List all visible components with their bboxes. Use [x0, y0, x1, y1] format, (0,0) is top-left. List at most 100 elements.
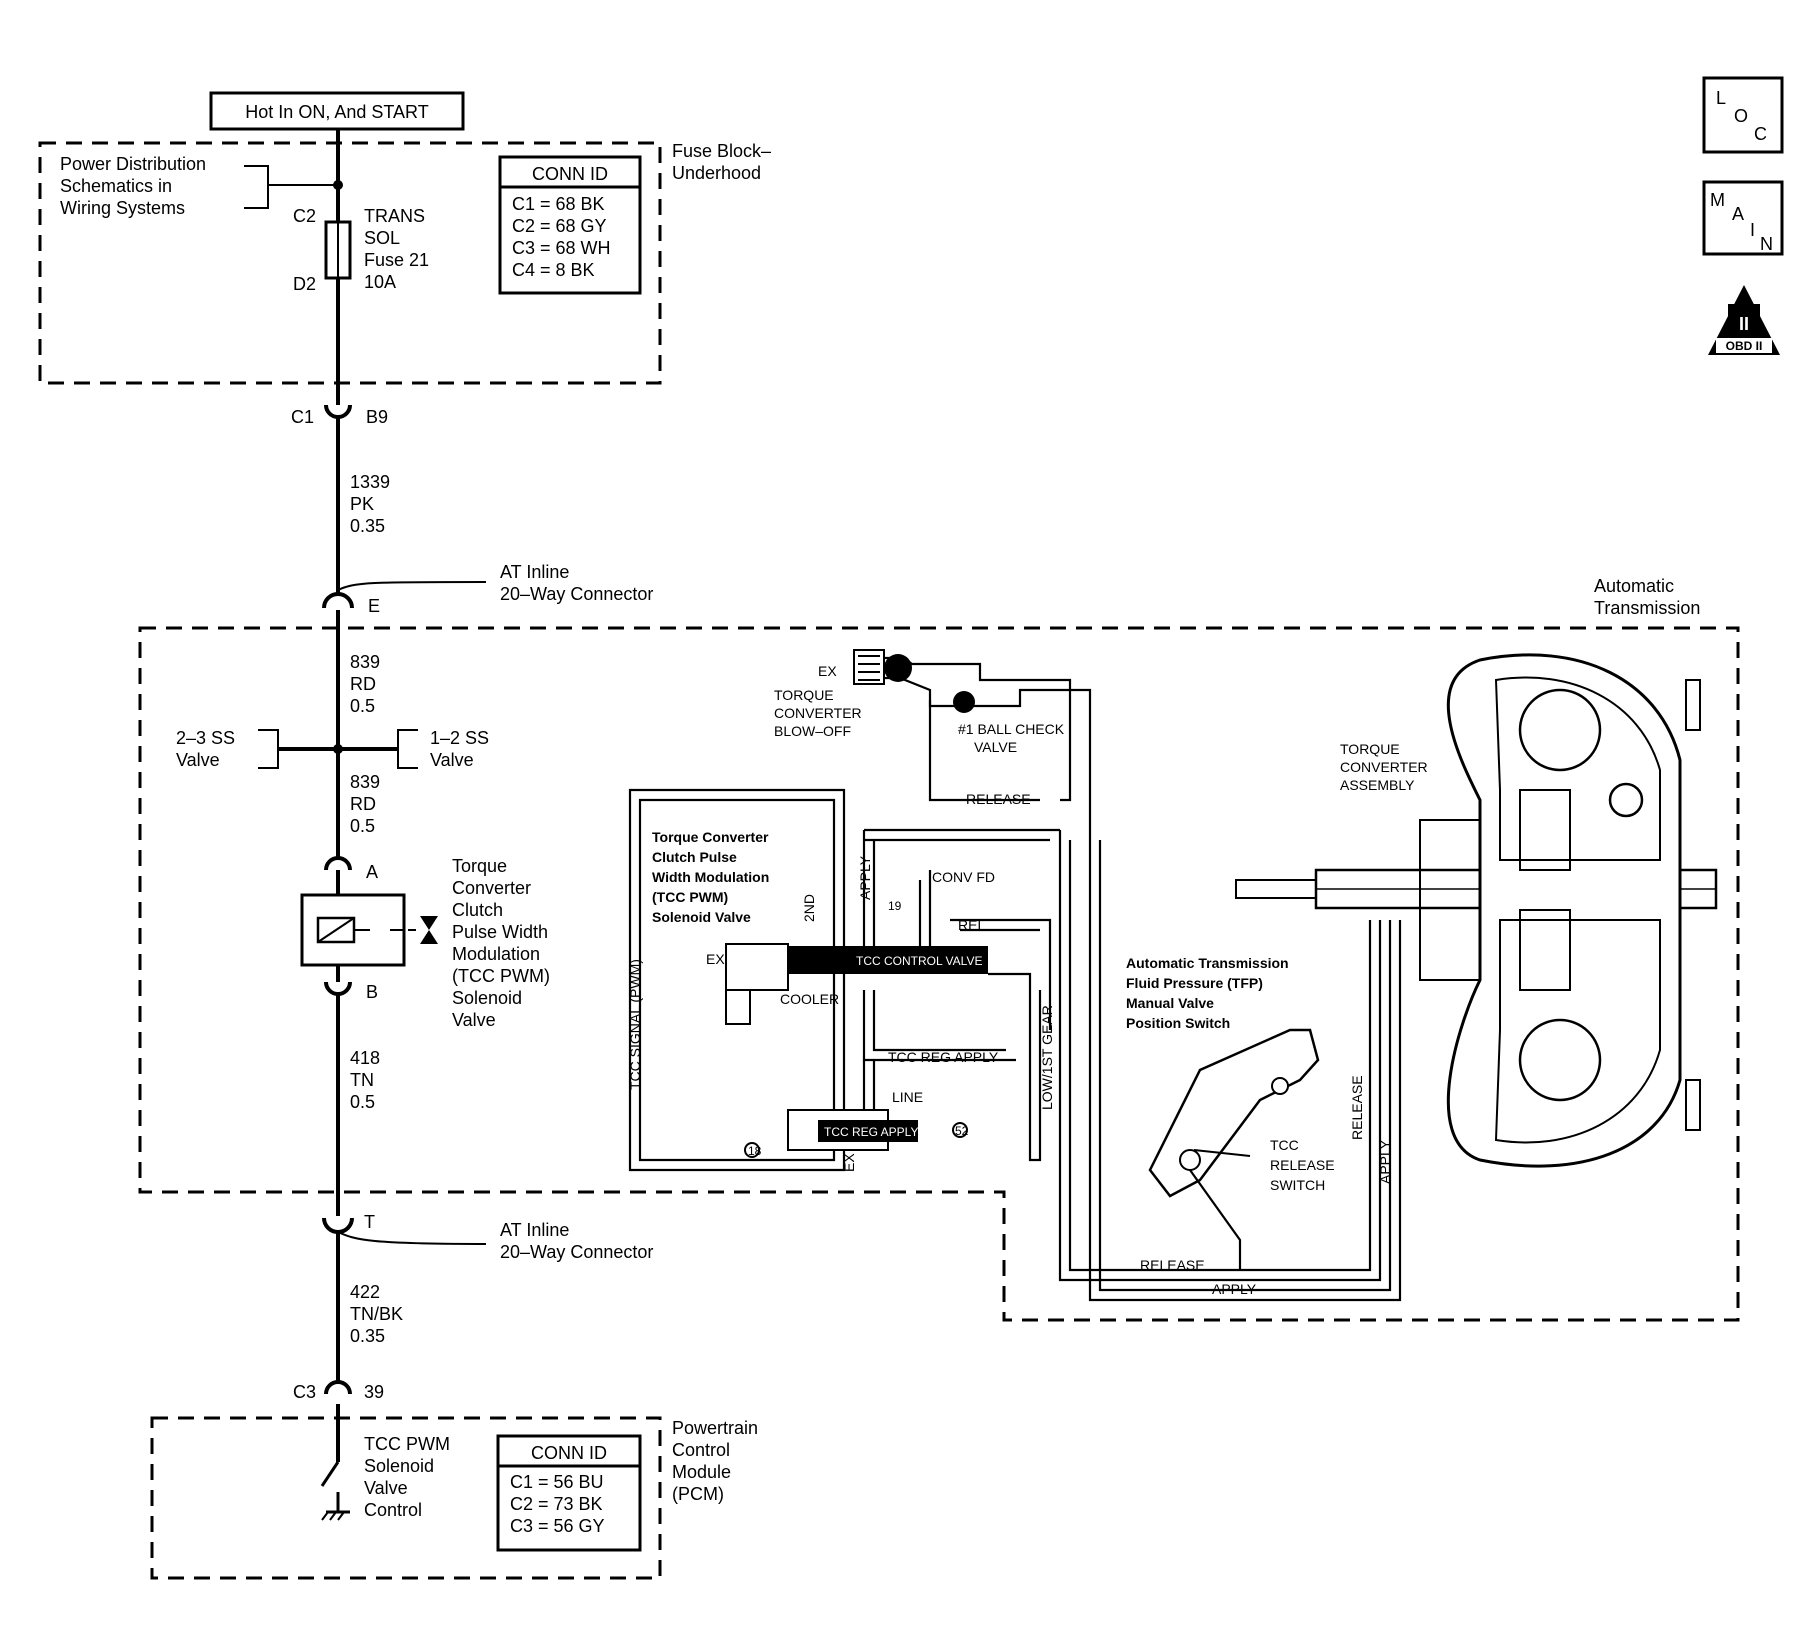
- connector-b9-label: B9: [366, 407, 388, 427]
- wire-839b-gauge: 0.5: [350, 816, 375, 836]
- pwm-valve-label-2: Clutch Pulse: [652, 849, 737, 865]
- svg-text:Solenoid: Solenoid: [452, 988, 522, 1008]
- connector-39-label: 39: [364, 1382, 384, 1402]
- wire-418-circuit: 418: [350, 1048, 380, 1068]
- svg-text:I: I: [1750, 220, 1755, 240]
- tfp-label-1: Automatic Transmission: [1126, 955, 1289, 971]
- svg-text:N: N: [1760, 234, 1773, 254]
- svg-text:CONN ID: CONN ID: [532, 164, 608, 184]
- pcm-label-1: Powertrain: [672, 1418, 758, 1438]
- power-dist-text-3: Wiring Systems: [60, 198, 185, 218]
- svg-text:L: L: [1716, 88, 1726, 108]
- tcc-control-valve-label: TCC CONTROL VALVE: [856, 954, 982, 968]
- wire-422-color: TN/BK: [350, 1304, 403, 1324]
- pcm-switch-label-3: Valve: [364, 1478, 408, 1498]
- fuse-block-label: Fuse Block–: [672, 141, 771, 161]
- svg-text:C3 = 68 WH: C3 = 68 WH: [512, 238, 611, 258]
- fuse-pin-c2: C2: [293, 206, 316, 226]
- transmission-boundary: [138, 626, 1740, 1322]
- blowoff-ex: EX: [818, 663, 837, 679]
- svg-text:C2 = 68 GY: C2 = 68 GY: [512, 216, 607, 236]
- fuse-label-3: Fuse 21: [364, 250, 429, 270]
- pcm-label-4: (PCM): [672, 1484, 724, 1504]
- svg-text:C4 = 8 BK: C4 = 8 BK: [512, 260, 595, 280]
- power-dist-text-2: Schematics in: [60, 176, 172, 196]
- tcc-switch-label-2: RELEASE: [1270, 1157, 1335, 1173]
- tfp-label-4: Position Switch: [1126, 1015, 1230, 1031]
- hydraulic-schematic: EX TORQUE CONVERTER BLOW–OFF #1 BALL CHE…: [627, 649, 1718, 1302]
- fuse-label-2: SOL: [364, 228, 400, 248]
- release-label-bottom: RELEASE: [1140, 1257, 1205, 1273]
- svg-text:Valve: Valve: [452, 1010, 496, 1030]
- svg-text:Modulation: Modulation: [452, 944, 540, 964]
- pcm-switch-label-1: TCC PWM: [364, 1434, 450, 1454]
- fuse-conn-id-table: CONN ID C1 = 68 BK C2 = 68 GY C3 = 68 WH…: [498, 155, 642, 295]
- wire-1339-circuit: 1339: [350, 472, 390, 492]
- low-1st-gear-label: LOW/1ST GEAR: [1039, 1005, 1055, 1110]
- svg-text:OBD II: OBD II: [1726, 339, 1763, 353]
- svg-text:Torque: Torque: [452, 856, 507, 876]
- wire-422-gauge: 0.35: [350, 1326, 385, 1346]
- orifice-52-label: 52: [955, 1124, 969, 1138]
- loc-icon[interactable]: L O C: [1702, 76, 1784, 154]
- apply-label-right: APPLY: [1377, 1139, 1393, 1184]
- wire-839-color: RD: [350, 674, 376, 694]
- inline-connector-e: [322, 592, 354, 609]
- tcc-switch-label-1: TCC: [1270, 1137, 1299, 1153]
- svg-text:Pulse Width: Pulse Width: [452, 922, 548, 942]
- pcm-conn-id-table: CONN ID C1 = 56 BU C2 = 73 BK C3 = 56 GY: [496, 1434, 642, 1552]
- converter-label-3: ASSEMBLY: [1340, 777, 1415, 793]
- pwm-valve-label-5: Solenoid Valve: [652, 909, 751, 925]
- wire-1339-gauge: 0.35: [350, 516, 385, 536]
- converter-label-1: TORQUE: [1340, 741, 1400, 757]
- inline-bottom-label-1: AT Inline: [500, 1220, 569, 1240]
- inline-connector-e-pin: E: [368, 596, 380, 616]
- tcc-signal-label: TCC SIGNAL (PWM): [627, 959, 643, 1090]
- obd-ii-icon[interactable]: II OBD II: [1708, 285, 1780, 355]
- svg-text:(TCC PWM): (TCC PWM): [452, 966, 550, 986]
- wire-839-circuit: 839: [350, 652, 380, 672]
- fuse-pin-d2: D2: [293, 274, 316, 294]
- tcc-pwm-solenoid: [300, 893, 438, 967]
- blowoff-label-3: BLOW–OFF: [774, 723, 851, 739]
- pcm-label-2: Control: [672, 1440, 730, 1460]
- line-label: LINE: [892, 1089, 923, 1105]
- pwm-valve-label-4: (TCC PWM): [652, 889, 728, 905]
- release-label-top: RELEASE: [966, 791, 1031, 807]
- connector-c1-b9: [324, 404, 352, 419]
- pcm-switch-label-4: Control: [364, 1500, 422, 1520]
- blowoff-label-1: TORQUE: [774, 687, 834, 703]
- fuse-block-label-2: Underhood: [672, 163, 761, 183]
- svg-text:M: M: [1710, 190, 1725, 210]
- release-label-right: RELEASE: [1349, 1075, 1365, 1140]
- svg-text:O: O: [1734, 106, 1748, 126]
- tfp-label-2: Fluid Pressure (TFP): [1126, 975, 1263, 991]
- inline-connector-t: [322, 1217, 354, 1234]
- connector-c3-label: C3: [293, 1382, 316, 1402]
- svg-text:II: II: [1739, 314, 1749, 334]
- wire-1339-color: PK: [350, 494, 374, 514]
- svg-text:C2 = 73 BK: C2 = 73 BK: [510, 1494, 603, 1514]
- pcm-boundary: [150, 1416, 662, 1580]
- power-dist-text-1: Power Distribution: [60, 154, 206, 174]
- valve-12-label-1: 1–2 SS: [430, 728, 489, 748]
- ball-check-label-2: VALVE: [974, 739, 1017, 755]
- main-icon[interactable]: M A I N: [1702, 180, 1784, 256]
- transmission-label-2: Transmission: [1594, 598, 1700, 618]
- wire-839b-color: RD: [350, 794, 376, 814]
- pcm-label-3: Module: [672, 1462, 731, 1482]
- svg-text:C3 = 56 GY: C3 = 56 GY: [510, 1516, 605, 1536]
- wire-422-circuit: 422: [350, 1282, 380, 1302]
- svg-text:Converter: Converter: [452, 878, 531, 898]
- fuse-label-4: 10A: [364, 272, 396, 292]
- svg-text:C1 = 68 BK: C1 = 68 BK: [512, 194, 605, 214]
- svg-text:C1 = 56 BU: C1 = 56 BU: [510, 1472, 604, 1492]
- connector-c3-39: [324, 1380, 352, 1395]
- inline-connector-t-pin: T: [364, 1212, 375, 1232]
- svg-text:C: C: [1754, 124, 1767, 144]
- cooler-label: COOLER: [780, 991, 839, 1007]
- pwm-valve-label-3: Width Modulation: [652, 869, 769, 885]
- wire-418-color: TN: [350, 1070, 374, 1090]
- solenoid-pin-b: B: [366, 982, 378, 1002]
- valve-23-label-2: Valve: [176, 750, 220, 770]
